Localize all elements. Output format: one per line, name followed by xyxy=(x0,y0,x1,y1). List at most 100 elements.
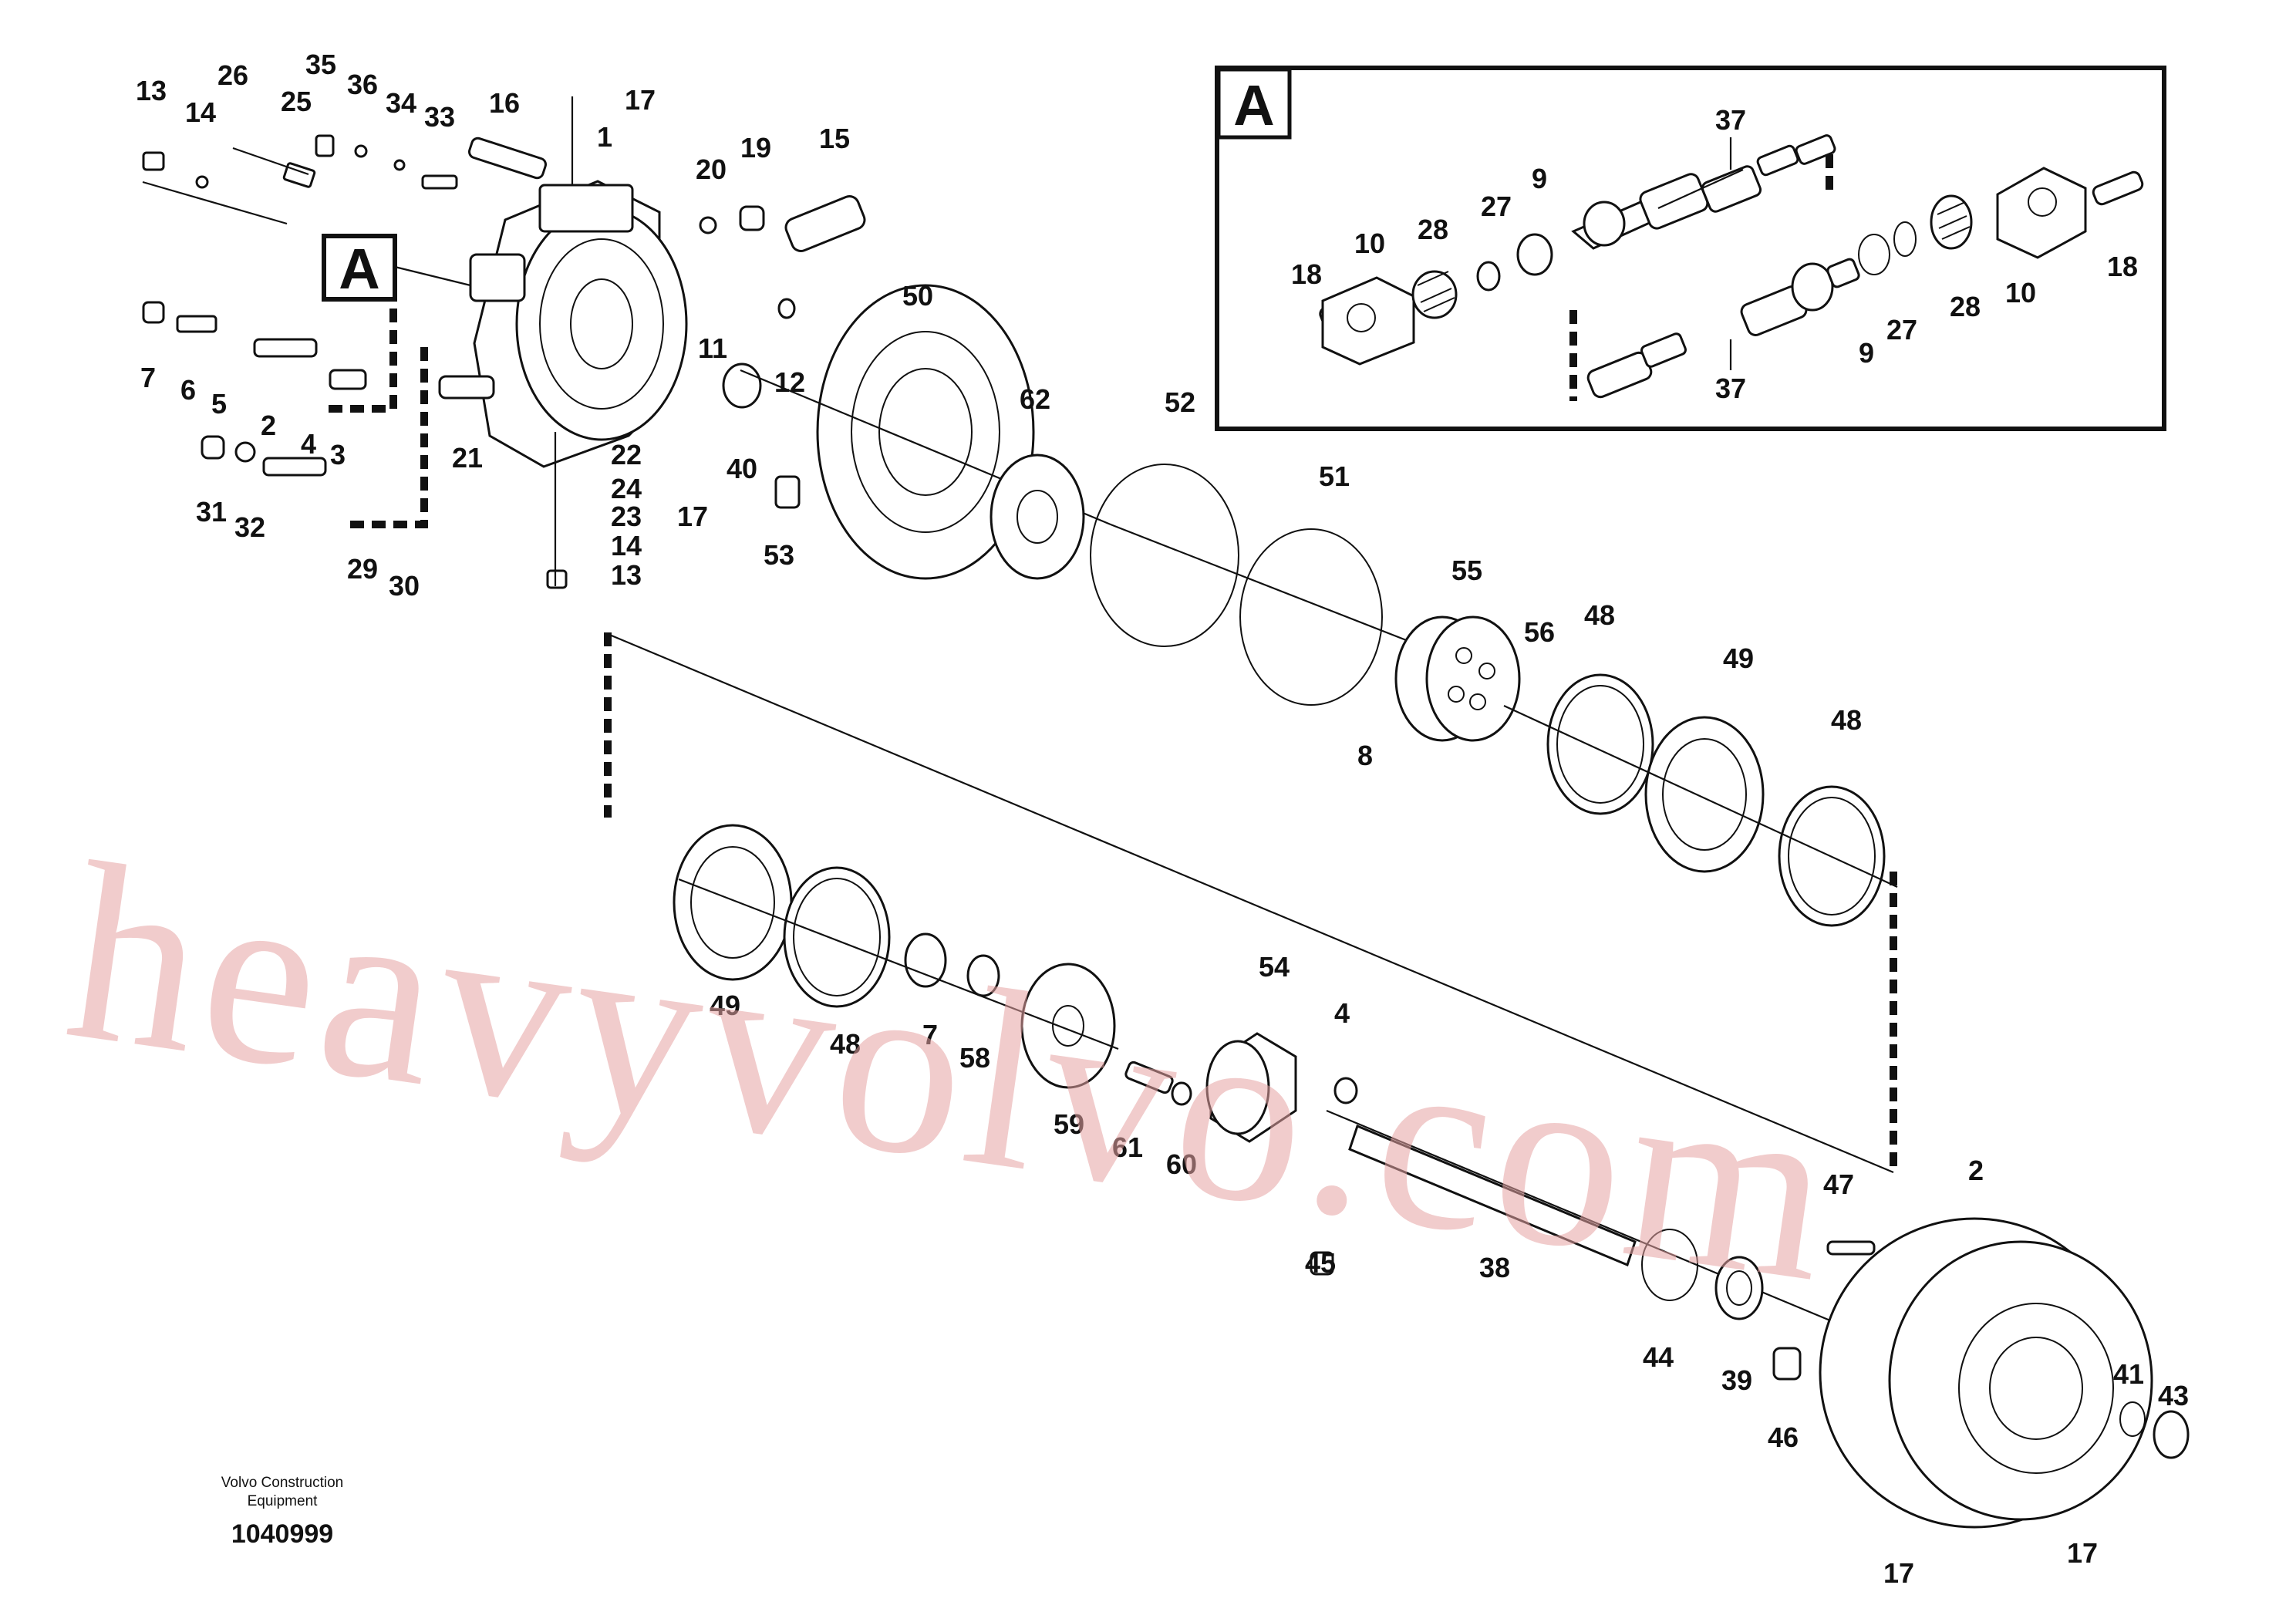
inset-title: A xyxy=(1233,73,1274,137)
inset-label: 18 xyxy=(1291,258,1322,290)
part-label: 35 xyxy=(305,49,336,80)
rear-hardware xyxy=(1641,1229,1876,1381)
part-labels: 13 14 26 25 35 36 34 33 16 17 1 20 19 15… xyxy=(136,49,2189,1589)
part-label: 39 xyxy=(1721,1364,1752,1396)
part-label: 44 xyxy=(1643,1341,1674,1373)
part-label: 62 xyxy=(1020,383,1050,415)
part-label: 48 xyxy=(1831,704,1862,736)
inset-label: 9 xyxy=(1859,337,1874,369)
final-drive-housing xyxy=(1819,1217,2190,1529)
part-label: 26 xyxy=(217,59,248,91)
part-label: 6 xyxy=(180,374,196,406)
part-label: 48 xyxy=(830,1028,861,1060)
part-label: 29 xyxy=(347,553,378,585)
part-label: 8 xyxy=(1357,740,1373,771)
part-label: 17 xyxy=(2067,1537,2098,1569)
part-label: 2 xyxy=(261,410,276,441)
part-label: 36 xyxy=(347,69,378,100)
inset-label: 10 xyxy=(2005,277,2036,309)
part-label: 16 xyxy=(489,87,520,119)
disc-plate-50 xyxy=(740,284,1111,580)
part-label: 38 xyxy=(1479,1252,1510,1283)
part-label: 30 xyxy=(389,570,420,602)
part-label: 58 xyxy=(959,1042,990,1074)
part-label: 4 xyxy=(301,428,316,460)
part-label: 32 xyxy=(234,511,265,543)
part-label: 13 xyxy=(611,559,642,591)
callout-a: A xyxy=(322,234,471,302)
part-label: 15 xyxy=(819,123,850,154)
part-label: 46 xyxy=(1768,1421,1799,1453)
part-label: 4 xyxy=(1334,997,1350,1029)
inset-label: 37 xyxy=(1715,104,1746,136)
inset-label: 28 xyxy=(1418,214,1448,245)
inset-label: 9 xyxy=(1532,163,1547,194)
part-label: 13 xyxy=(136,75,167,106)
part-label: 49 xyxy=(1723,642,1754,674)
inset-valve-right xyxy=(1586,167,2144,399)
part-label: 22 xyxy=(611,439,642,470)
part-label: 45 xyxy=(1305,1247,1336,1279)
friction-discs xyxy=(1503,673,1898,927)
part-label: 60 xyxy=(1166,1148,1197,1180)
part-label: 51 xyxy=(1319,460,1350,492)
part-label: 59 xyxy=(1054,1108,1084,1140)
part-label: 17 xyxy=(1883,1557,1914,1589)
part-label: 17 xyxy=(625,84,656,116)
inset-valve-left xyxy=(1319,134,1836,366)
part-label: 53 xyxy=(764,539,794,571)
part-label: 52 xyxy=(1165,386,1195,418)
part-label: 61 xyxy=(1112,1131,1143,1163)
part-label: 54 xyxy=(1259,951,1290,983)
part-label: 23 xyxy=(611,501,642,532)
inset-label: 28 xyxy=(1950,291,1981,322)
inset-label: 27 xyxy=(1481,191,1512,222)
inset-detail-a: A xyxy=(1215,66,2166,431)
part-label: 24 xyxy=(611,473,642,504)
cylinder-block-55 xyxy=(1394,615,1521,742)
part-label: 2 xyxy=(1968,1155,1984,1186)
part-label: 40 xyxy=(727,453,757,484)
part-label: 19 xyxy=(740,132,771,164)
valve-plate-62 xyxy=(990,454,1085,580)
swash-plate-54 xyxy=(1124,1032,1358,1276)
part-label: 34 xyxy=(386,87,416,119)
part-label: 14 xyxy=(611,530,642,561)
part-label: 43 xyxy=(2158,1380,2189,1411)
company-name: Volvo Construction xyxy=(221,1475,343,1491)
part-label: 21 xyxy=(452,442,483,474)
part-label: 11 xyxy=(698,332,727,364)
part-label: 48 xyxy=(1584,599,1615,631)
part-label: 31 xyxy=(196,496,227,528)
callout-label: A xyxy=(339,237,379,301)
lower-discs xyxy=(673,824,1119,1089)
upper-left-hardware xyxy=(142,134,866,589)
part-label: 33 xyxy=(424,101,455,133)
inset-label: 37 xyxy=(1715,373,1746,404)
part-label: 7 xyxy=(140,362,156,393)
part-label: 3 xyxy=(330,439,346,470)
part-label: 14 xyxy=(185,96,216,128)
part-label: 20 xyxy=(696,153,727,185)
part-label: 1 xyxy=(597,121,612,153)
part-label: 50 xyxy=(902,280,933,312)
company-name-line2: Equipment xyxy=(248,1493,319,1509)
part-label: 17 xyxy=(677,501,708,532)
part-label: 12 xyxy=(774,366,805,398)
watermark: heavyvolvo.com xyxy=(54,810,1852,1336)
part-label: 5 xyxy=(211,388,227,420)
part-label: 47 xyxy=(1823,1168,1854,1200)
inset-label: 27 xyxy=(1886,314,1917,346)
inset-label: 18 xyxy=(2107,251,2138,282)
part-label: 25 xyxy=(281,86,312,117)
drawing-number: 1040999 xyxy=(231,1519,333,1549)
part-label: 41 xyxy=(2113,1358,2144,1390)
part-label: 49 xyxy=(710,990,740,1021)
part-label: 55 xyxy=(1451,555,1482,586)
inset-label: 10 xyxy=(1354,228,1385,259)
drawing-footer: Volvo Construction Equipment 1040999 xyxy=(221,1475,343,1549)
motor-housing xyxy=(469,96,688,468)
part-label: 56 xyxy=(1524,616,1555,648)
part-label: 7 xyxy=(922,1019,938,1050)
